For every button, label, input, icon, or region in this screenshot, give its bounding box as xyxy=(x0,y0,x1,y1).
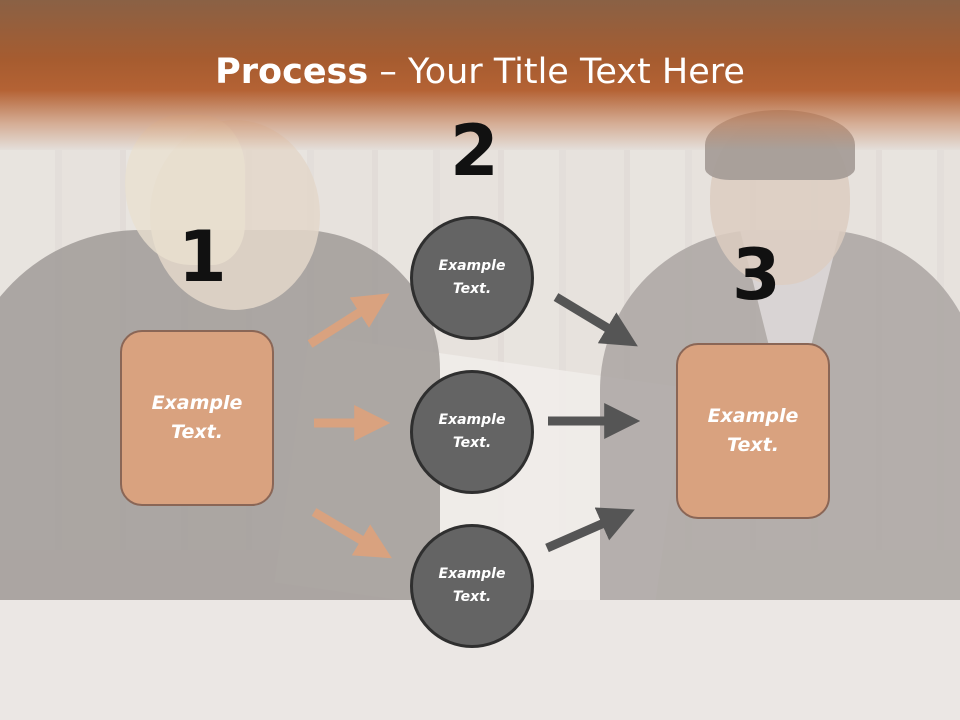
arrow-2-top-to-3 xyxy=(553,293,638,347)
step-2-node-1[interactable]: Example Text. xyxy=(410,216,534,340)
title-separator: – xyxy=(368,52,408,92)
arrow-2-bottom-to-3 xyxy=(545,507,635,553)
slide-title: Process – Your Title Text Here xyxy=(0,52,960,92)
step-2-node-3[interactable]: Example Text. xyxy=(410,524,534,648)
step-1-text: Example Text. xyxy=(151,392,243,443)
step-number-2: 2 xyxy=(450,110,499,192)
title-rest: Your Title Text Here xyxy=(407,52,745,92)
arrow-1-to-2-bottom xyxy=(311,508,392,559)
step-2-node-1-text: Example Text. xyxy=(438,258,506,297)
title-bold: Process xyxy=(215,52,369,92)
header-band xyxy=(0,0,960,150)
step-3-text: Example Text. xyxy=(707,405,799,456)
arrow-1-to-2-top xyxy=(307,293,390,348)
step-3-box[interactable]: Example Text. xyxy=(676,343,830,519)
step-2-node-2[interactable]: Example Text. xyxy=(410,370,534,494)
step-2-node-3-text: Example Text. xyxy=(438,566,506,605)
step-2-node-2-text: Example Text. xyxy=(438,412,506,451)
step-number-3: 3 xyxy=(732,234,781,316)
step-1-box[interactable]: Example Text. xyxy=(120,330,274,506)
step-number-1: 1 xyxy=(178,216,227,298)
